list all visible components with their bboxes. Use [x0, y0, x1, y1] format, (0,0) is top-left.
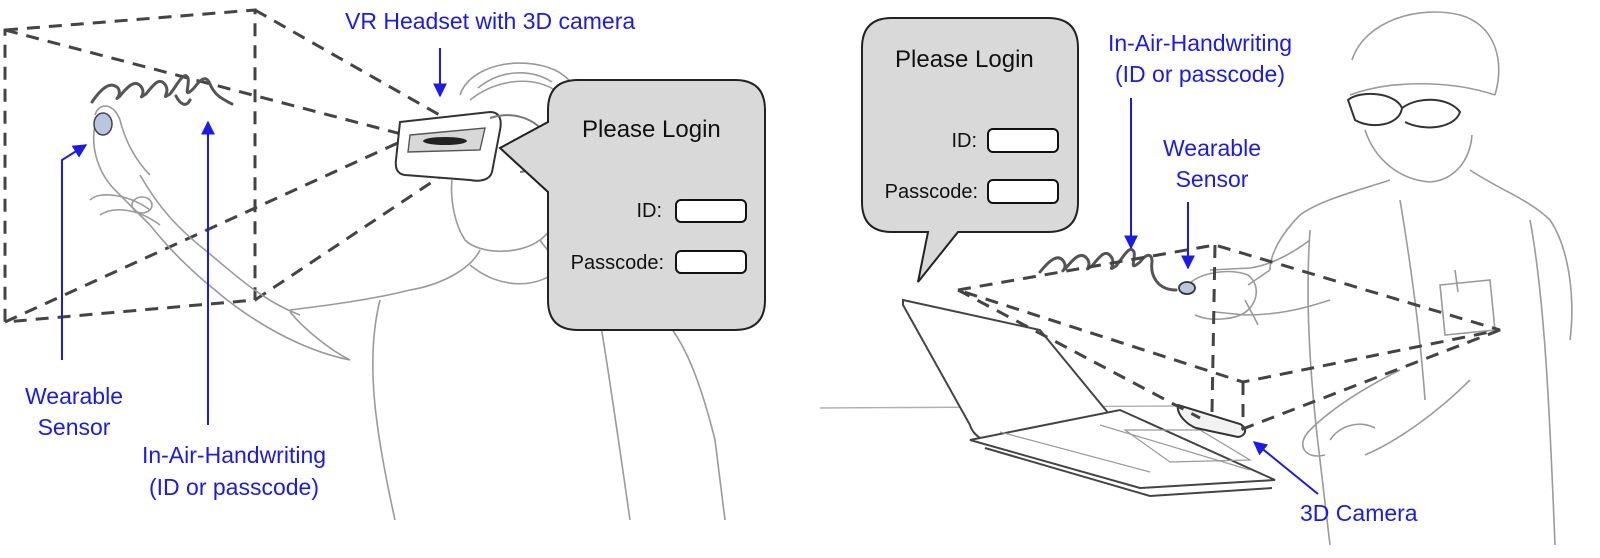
laptop	[902, 298, 1276, 498]
desktop-id-field[interactable]	[987, 128, 1059, 153]
vr-id-field[interactable]	[675, 199, 747, 223]
desktop-handwriting-trace	[1038, 247, 1178, 292]
vr-headset-label: VR Headset with 3D camera	[345, 8, 636, 34]
desktop-handwriting-label-line2: (ID or passcode)	[1114, 61, 1285, 87]
vr-handwriting-label-line1: In-Air-Handwriting	[141, 442, 327, 468]
vr-wearable-sensor-ring	[93, 112, 113, 136]
vr-passcode-field[interactable]	[675, 250, 747, 274]
desktop-user-illustration	[1187, 11, 1573, 546]
vr-handwriting-label-line2: (ID or passcode)	[148, 474, 319, 500]
vr-sensor-label-line1: Wearable	[24, 383, 124, 409]
desktop-tracking-volume	[957, 243, 1501, 432]
desktop-passcode-field[interactable]	[987, 179, 1059, 204]
camera-arrow	[1252, 441, 1319, 495]
vr-passcode-label: Passcode:	[570, 252, 664, 274]
desktop-login-bubble	[861, 17, 1079, 283]
desktop-camera-label: 3D Camera	[1300, 500, 1418, 526]
sensor-arrow	[61, 144, 88, 360]
desktop-annotation-arrows	[1124, 98, 1319, 495]
vr-headset	[394, 110, 550, 182]
desktop-handwriting-label-line1: In-Air-Handwriting	[1107, 30, 1293, 56]
vr-login-title: Please Login	[582, 116, 721, 143]
vr-sensor-label-line2: Sensor	[37, 414, 111, 440]
vr-id-label: ID:	[636, 200, 662, 222]
vr-handwriting-trace	[90, 74, 234, 106]
desktop-sensor-label-line2: Sensor	[1175, 166, 1249, 192]
desktop-passcode-label: Passcode:	[884, 181, 978, 203]
desktop-login-title: Please Login	[895, 46, 1034, 73]
desktop-panel	[819, 11, 1573, 546]
desktop-sensor-label-line1: Wearable	[1162, 135, 1262, 161]
vr-annotation-arrows	[61, 48, 447, 425]
desktop-wearable-sensor-ring	[1178, 281, 1196, 295]
desktop-id-label: ID:	[951, 130, 977, 152]
